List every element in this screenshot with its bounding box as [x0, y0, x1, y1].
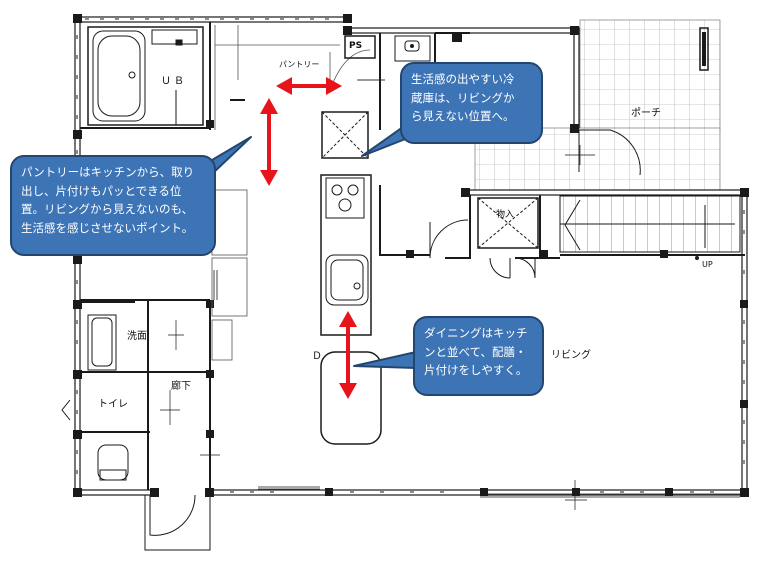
label-toilet: トイレ: [98, 399, 128, 410]
label-pantry: パントリー: [279, 60, 320, 69]
fridge-callout: 生活感の出やすい冷 蔵庫は、リビングか ら見えない位置へ。: [400, 62, 543, 144]
fridge: [321, 111, 369, 159]
label-porch: ポーチ: [631, 108, 661, 119]
center-lines: [160, 79, 595, 510]
label-living: リビング: [551, 350, 591, 361]
unit-bath: [87, 26, 204, 126]
label-storage: 物入: [496, 210, 515, 220]
storage-closet: [477, 197, 539, 249]
stairs: [559, 195, 741, 253]
pantry-callout: パントリーはキッチンから、取り 出し、片付けもパッとできる位 置。リビングから見…: [10, 155, 216, 256]
label-ps: PS: [349, 41, 363, 51]
kitchen-counter: [320, 174, 382, 445]
red-arrows: [260, 77, 357, 399]
dining-vertical-arrow: [339, 311, 357, 399]
pantry-vertical-arrow: [260, 98, 278, 186]
dining-callout: ダイニングはキッチ ンと並べて、配膳・ 片付けをしやすく。: [413, 316, 544, 396]
dining-callout-tail: [353, 351, 417, 369]
pantry-horizontal-arrow: [276, 77, 342, 95]
label-washroom: 洗面: [127, 331, 147, 342]
label-up: UP: [702, 260, 713, 269]
door-swings: [61, 129, 641, 551]
utility-fixtures: [344, 35, 431, 62]
sliding-windows: [213, 270, 740, 498]
label-hallway: 廊下: [171, 381, 191, 392]
label-unit-bath: ＵＢ: [161, 76, 187, 87]
porch-marks: [452, 27, 709, 260]
washroom-fixtures: [87, 314, 129, 481]
label-dining: Ｄ: [312, 351, 322, 362]
interior-walls: [80, 22, 745, 490]
pantry-shelves: [211, 25, 385, 361]
